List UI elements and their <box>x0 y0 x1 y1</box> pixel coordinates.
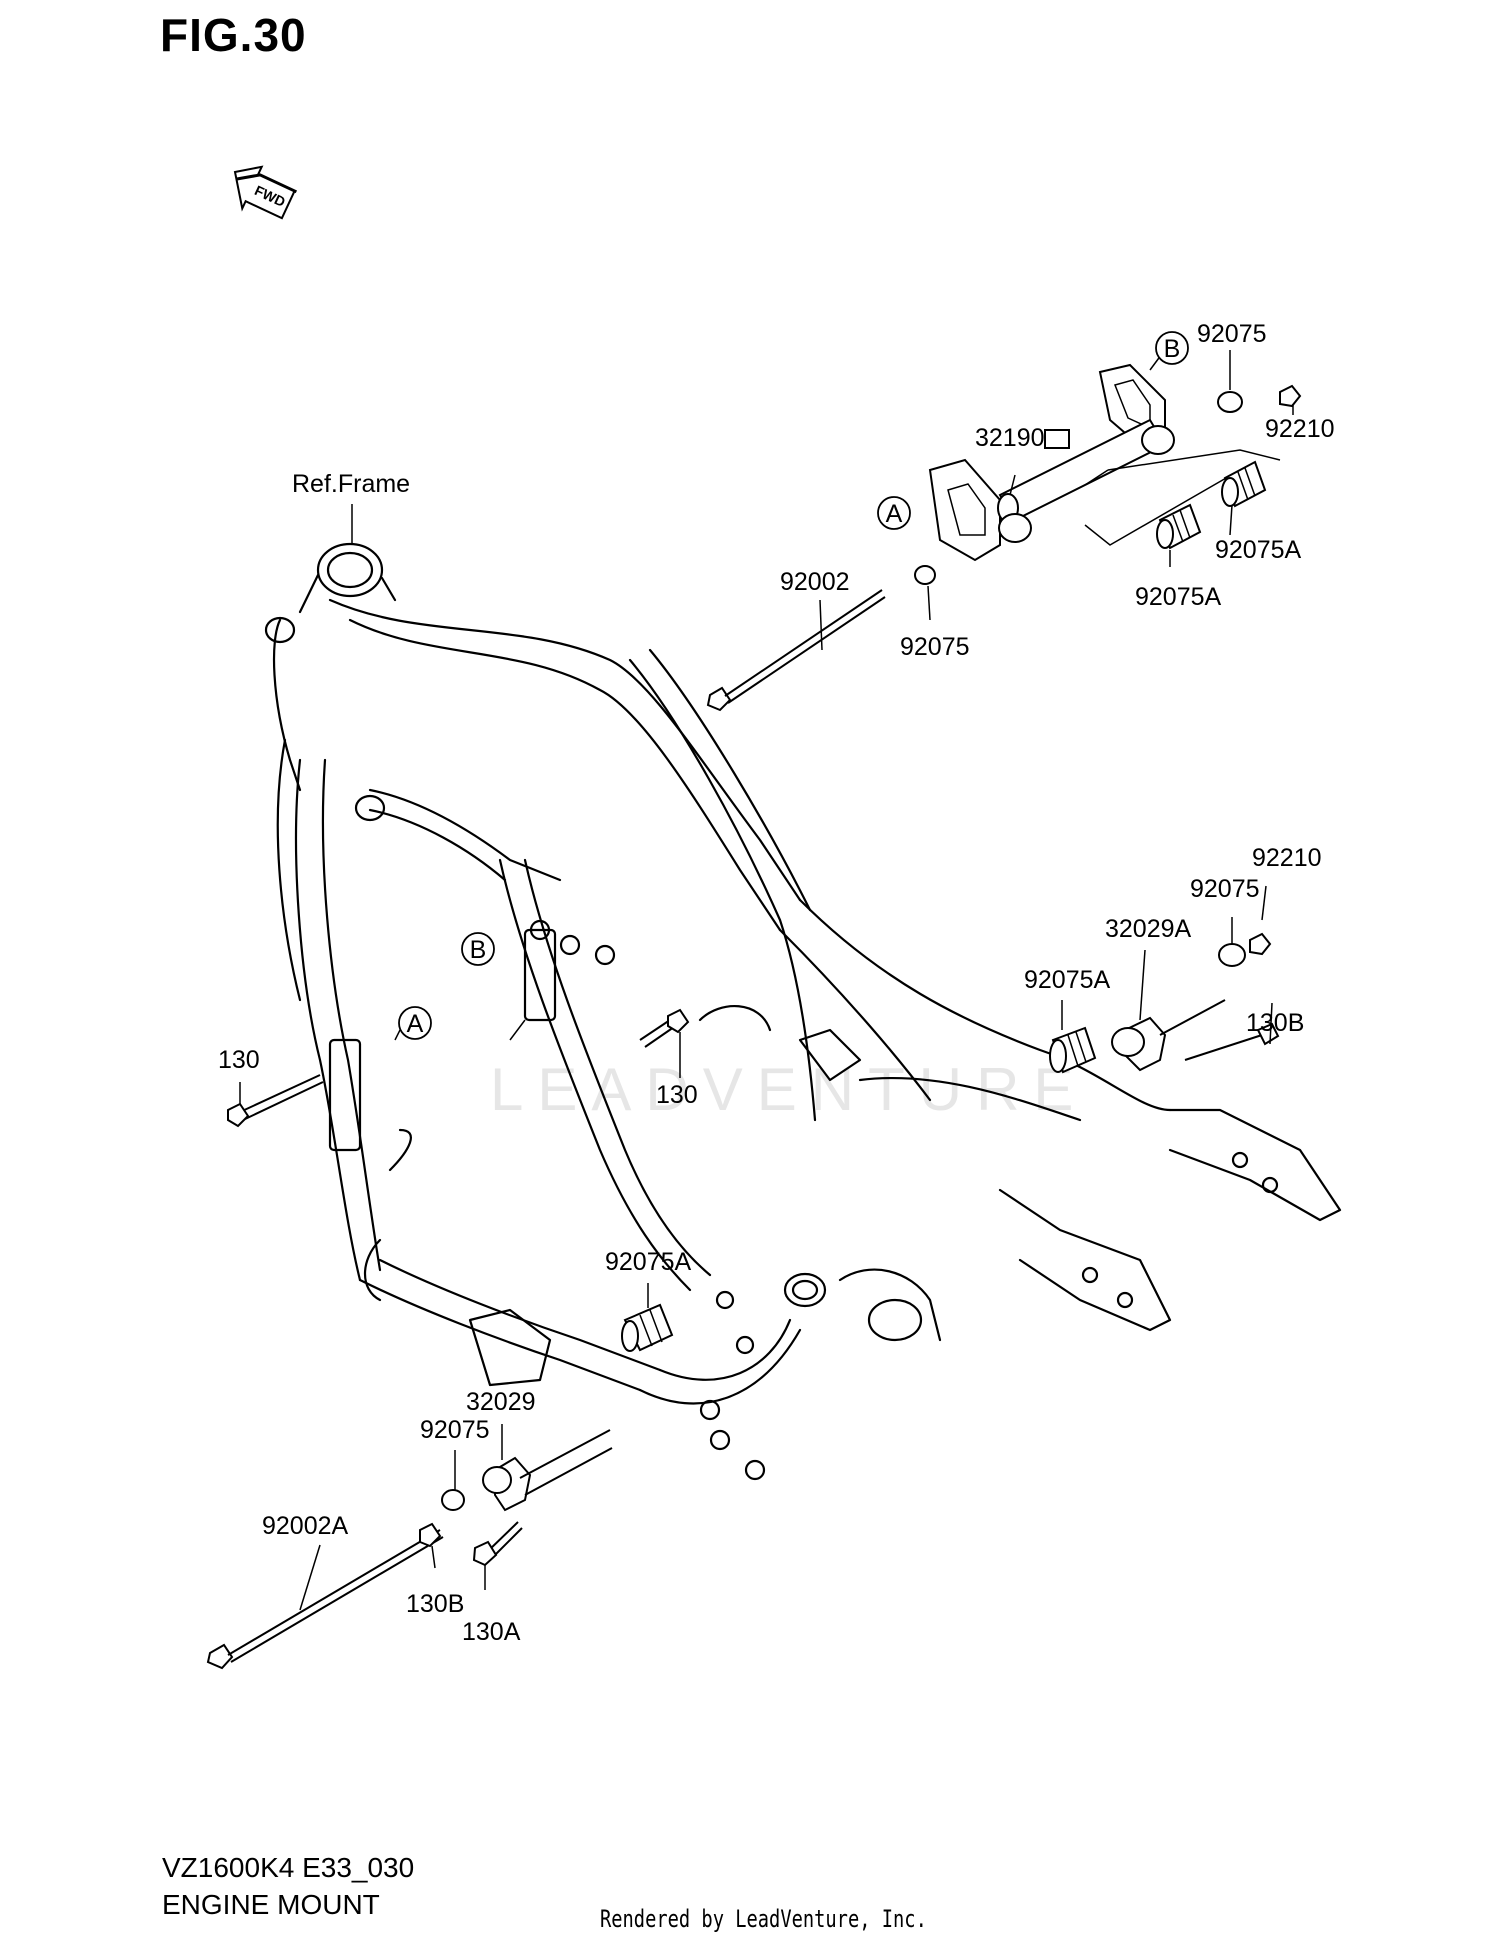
front-lower-mount-assembly <box>206 1008 690 1670</box>
part-label-130A: 130A <box>462 1618 521 1646</box>
callout-b-left: B <box>461 932 495 966</box>
rear-upper-mount-assembly <box>1049 932 1280 1074</box>
callout-a-left: A <box>398 1006 432 1040</box>
watermark-text: LEADVENTURE <box>490 1056 1087 1123</box>
part-label-32029: 32029 <box>466 1388 536 1416</box>
part-label-92075A: 92075A <box>1215 536 1302 564</box>
part-label-92075A: 92075A <box>1024 966 1111 994</box>
rubber-bushing-icon <box>1049 1026 1097 1074</box>
part-label-92210: 92210 <box>1265 415 1335 443</box>
part-label-92075: 92075 <box>1197 320 1267 348</box>
part-label-92075A: 92075A <box>1135 583 1222 611</box>
ref-frame-label: Ref.Frame <box>292 470 410 498</box>
rubber-bushing-icon <box>1221 460 1267 508</box>
callout-a-top: A <box>877 496 911 530</box>
part-label-92075A: 92075A <box>605 1248 692 1276</box>
washer-icon <box>1217 391 1243 413</box>
part-label-130B: 130B <box>406 1590 464 1618</box>
section-title: ENGINE MOUNT <box>162 1889 380 1920</box>
callout-b-top: B <box>1155 331 1189 365</box>
rubber-bushing-icon <box>621 1303 674 1352</box>
motorcycle-frame <box>264 542 1342 1481</box>
part-label-130: 130 <box>656 1081 698 1109</box>
rubber-bushing-icon <box>1156 503 1202 550</box>
part-label-92210: 92210 <box>1252 844 1322 872</box>
part-label-92075: 92075 <box>900 633 970 661</box>
callout-letter: B <box>1164 335 1181 363</box>
fwd-arrow-icon: FWD <box>233 165 298 220</box>
long-bolt-icon <box>706 589 886 712</box>
washer-icon <box>1218 943 1246 967</box>
part-label-92075: 92075 <box>1190 875 1260 903</box>
part-label-92002: 92002 <box>780 568 850 596</box>
nut-icon <box>1249 932 1272 956</box>
nut-icon <box>1279 384 1302 408</box>
washer-icon <box>441 1489 465 1511</box>
callout-letter: A <box>407 1010 424 1038</box>
part-label-130: 130 <box>218 1046 260 1074</box>
callout-letter: A <box>886 500 903 528</box>
part-label-130B: 130B <box>1246 1009 1304 1037</box>
washer-icon <box>914 565 936 585</box>
part-label-92002A: 92002A <box>262 1512 349 1540</box>
part-label-32029A: 32029A <box>1105 915 1192 943</box>
front-mount-bracket-assembly <box>706 363 1302 712</box>
figure-title: FIG.30 <box>160 9 307 61</box>
long-bolt-icon <box>206 1529 444 1670</box>
leader-lines <box>239 342 1294 1611</box>
part-label-92075: 92075 <box>420 1416 490 1444</box>
callout-letter: B <box>470 936 487 964</box>
model-code: VZ1600K4 E33_030 <box>162 1852 415 1883</box>
rendered-by-footer: Rendered by LeadVenture, Inc. <box>600 1905 927 1933</box>
part-label-32190: 32190 <box>975 424 1045 452</box>
